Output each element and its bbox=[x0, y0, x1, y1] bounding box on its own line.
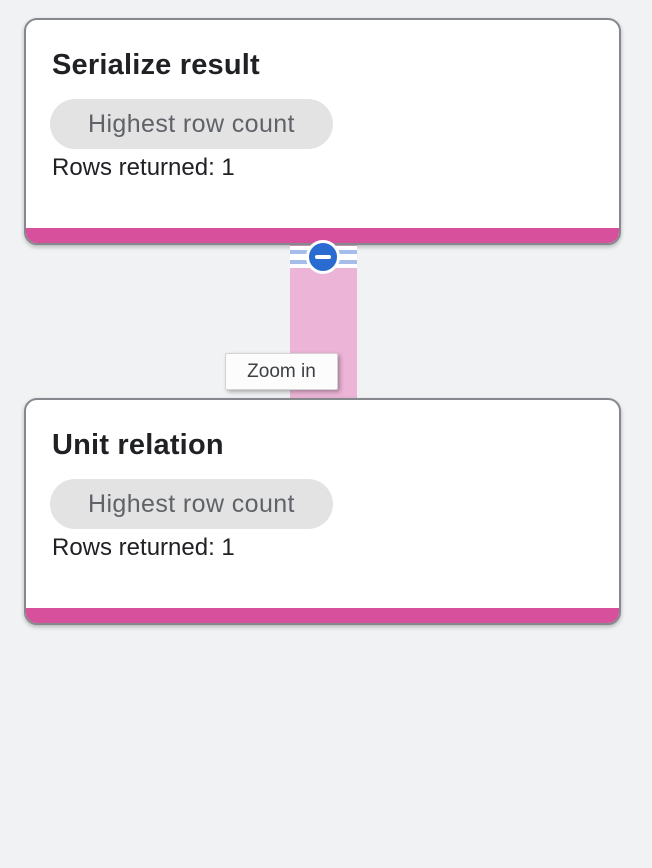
rows-returned-label: Rows returned: 1 bbox=[52, 154, 235, 181]
remove-circle-icon[interactable] bbox=[306, 240, 340, 274]
minus-icon bbox=[315, 255, 331, 259]
node-title: Serialize result bbox=[52, 49, 260, 81]
rows-returned-label: Rows returned: 1 bbox=[52, 534, 235, 561]
zoom-in-tooltip: Zoom in bbox=[225, 353, 338, 390]
tooltip-label: Zoom in bbox=[247, 360, 316, 382]
highest-row-count-badge: Highest row count bbox=[50, 99, 333, 149]
highest-row-count-badge: Highest row count bbox=[50, 479, 333, 529]
node-serialize-result[interactable]: Serialize result Highest row count Rows … bbox=[24, 18, 621, 245]
node-title: Unit relation bbox=[52, 429, 224, 461]
node-accent-bar bbox=[26, 608, 619, 623]
node-accent-bar bbox=[26, 228, 619, 243]
node-unit-relation[interactable]: Unit relation Highest row count Rows ret… bbox=[24, 398, 621, 625]
